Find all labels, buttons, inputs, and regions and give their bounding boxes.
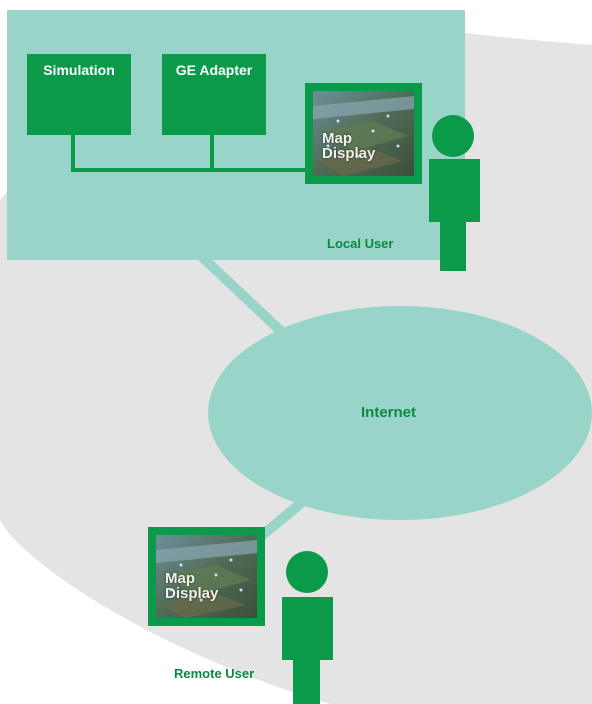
remote-map-label: Map Display xyxy=(165,571,218,601)
local-user-person-icon xyxy=(429,115,480,271)
local-user-label: Local User xyxy=(327,236,394,251)
internet-cloud xyxy=(208,306,592,520)
remote-map-image xyxy=(156,535,257,618)
remote-user-label: Remote User xyxy=(174,666,255,681)
internet-label: Internet xyxy=(361,404,417,421)
remote-map-label-line1: Map xyxy=(165,570,195,587)
simulation-box: Simulation xyxy=(27,54,131,135)
local-bus xyxy=(71,135,308,172)
map-thumbnail-icon xyxy=(156,535,257,618)
local-map-label: Map Display xyxy=(322,131,375,161)
local-map-label-line2: Display xyxy=(322,145,376,162)
remote-user-person-icon xyxy=(282,551,333,704)
ge-adapter-box: GE Adapter xyxy=(162,54,266,135)
local-map-label-line1: Map xyxy=(322,130,352,147)
connector-internet-to-remote xyxy=(256,496,309,541)
local-map-image xyxy=(313,91,414,176)
connector-local-to-internet xyxy=(196,251,289,339)
map-thumbnail-icon xyxy=(313,91,414,176)
local-map-display: Map Display xyxy=(305,83,422,184)
simulation-label: Simulation xyxy=(43,62,115,78)
remote-map-display: Map Display xyxy=(148,527,265,626)
remote-map-label-line2: Display xyxy=(165,585,219,602)
ge-adapter-label: GE Adapter xyxy=(175,62,253,78)
